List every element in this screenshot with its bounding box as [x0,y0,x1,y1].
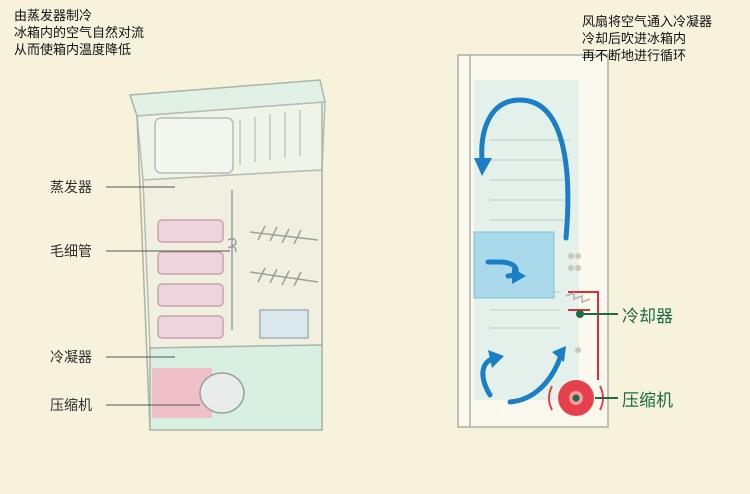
left-caption-line-2: 冰箱内的空气自然对流 [14,26,145,41]
label-capillary: 毛细管 [50,244,92,260]
crisper-drawer [259,309,309,339]
freezer-compartment [154,117,234,174]
label-compressor: 压缩机 [50,398,92,414]
cooler-fins [565,291,591,304]
capillary-tube [227,190,237,330]
wire-shelves [249,225,319,287]
right-caption-line-1: 风扇将空气通入冷凝器 [582,15,713,30]
right-caption: 风扇将空气通入冷凝器 冷却后吹进冰箱内 再不断地进行循环 [582,14,712,65]
right-caption-line-3: 再不断地进行循环 [582,49,687,64]
vent-dots [568,253,581,353]
compressor-unit [199,372,245,414]
label-evaporator: 蒸发器 [50,180,92,196]
evaporator-coils [239,110,301,165]
cooling-coils [157,219,224,339]
left-caption-line-3: 从而使箱内温度降低 [14,43,132,58]
arrow-heads [474,158,566,368]
left-fridge [128,79,326,431]
airflow-arrows [479,97,571,405]
refrigerant-pipe [568,291,599,380]
label-cooler: 冷却器 [622,307,673,327]
left-leader-lines [106,186,230,406]
label-condenser: 冷凝器 [50,350,92,366]
left-caption: 由蒸发器制冷 冰箱内的空气自然对流 从而使箱内温度降低 [14,8,144,59]
right-caption-line-2: 冷却后吹进冰箱内 [582,32,687,47]
right-fridge [457,54,618,428]
left-caption-line-1: 由蒸发器制冷 [14,9,93,24]
label-compressor-right: 压缩机 [622,391,673,411]
